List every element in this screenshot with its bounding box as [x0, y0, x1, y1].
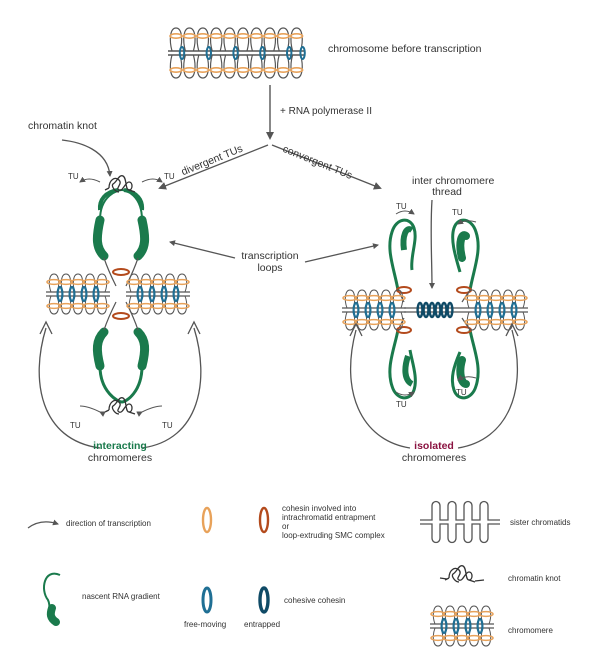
- legend-chromomere: chromomere: [508, 626, 553, 635]
- entrapment-cohesin-icon: [258, 506, 270, 534]
- label-tu-r1: TU: [396, 202, 407, 211]
- entrapped-cohesin-icon: [258, 586, 270, 614]
- label-interacting: interacting: [93, 440, 147, 452]
- label-tu-ur: TU: [164, 172, 175, 181]
- label-isolated-rest: chromomeres: [401, 452, 467, 464]
- free-cohesin-orange-icon: [201, 506, 213, 534]
- label-transcription-loops-2: loops: [257, 262, 283, 274]
- legend-free-moving: free-moving: [184, 620, 227, 629]
- free-moving-cohesin-icon: [201, 586, 213, 614]
- label-top-chromosome: chromosome before transcription: [328, 43, 482, 55]
- label-tu-r3: TU: [396, 400, 407, 409]
- legend-sister-chromatids: sister chromatids: [510, 518, 571, 527]
- direction-arrow-icon: [27, 519, 59, 529]
- legend-direction: direction of transcription: [66, 519, 151, 528]
- label-chromatin-knot: chromatin knot: [28, 120, 97, 132]
- label-inter-thread-1: inter chromomere: [412, 175, 495, 187]
- label-tu-ll: TU: [70, 421, 81, 430]
- legend-cohesin-involved-2: intrachromatid entrapment: [282, 513, 376, 522]
- isolated-chromomeres: [342, 208, 528, 449]
- legend-chromatin-knot: chromatin knot: [508, 574, 561, 583]
- loops-pointer-left: [169, 240, 236, 259]
- sister-chromatids-icon: [420, 500, 500, 521]
- label-interacting-rest: chromomeres: [87, 452, 153, 464]
- legend-cohesive-cohesin: cohesive cohesin: [284, 596, 346, 605]
- thread-pointer-arrow: [428, 199, 435, 289]
- knot-pointer-arrow: [61, 139, 113, 177]
- label-tu-r2: TU: [452, 208, 463, 217]
- legend: [27, 500, 500, 647]
- top-chromosome: [168, 27, 306, 79]
- chromatin-knot-icon: [444, 565, 476, 583]
- label-transcription-loops-1: transcription: [241, 250, 299, 262]
- legend-cohesin-involved-4: loop-extruding SMC complex: [282, 531, 385, 540]
- divergent-arrow: [158, 144, 269, 190]
- label-tu-r4: TU: [456, 388, 467, 397]
- legend-nascent-rna: nascent RNA gradient: [82, 592, 160, 601]
- label-rnap: + RNA polymerase II: [280, 106, 372, 117]
- label-inter-thread-2: thread: [432, 186, 462, 198]
- interacting-chromomeres: [38, 175, 202, 449]
- legend-entrapped: entrapped: [244, 620, 281, 629]
- label-tu-lr: TU: [162, 421, 173, 430]
- label-isolated: isolated: [414, 440, 454, 452]
- legend-cohesin-involved-1: cohesin involved into: [282, 504, 357, 513]
- label-tu-ul: TU: [68, 172, 79, 181]
- convergent-arrow: [271, 144, 382, 190]
- legend-cohesin-involved-3: or: [282, 522, 290, 531]
- chromomere-icon: [430, 605, 494, 647]
- loops-pointer-right: [304, 243, 379, 263]
